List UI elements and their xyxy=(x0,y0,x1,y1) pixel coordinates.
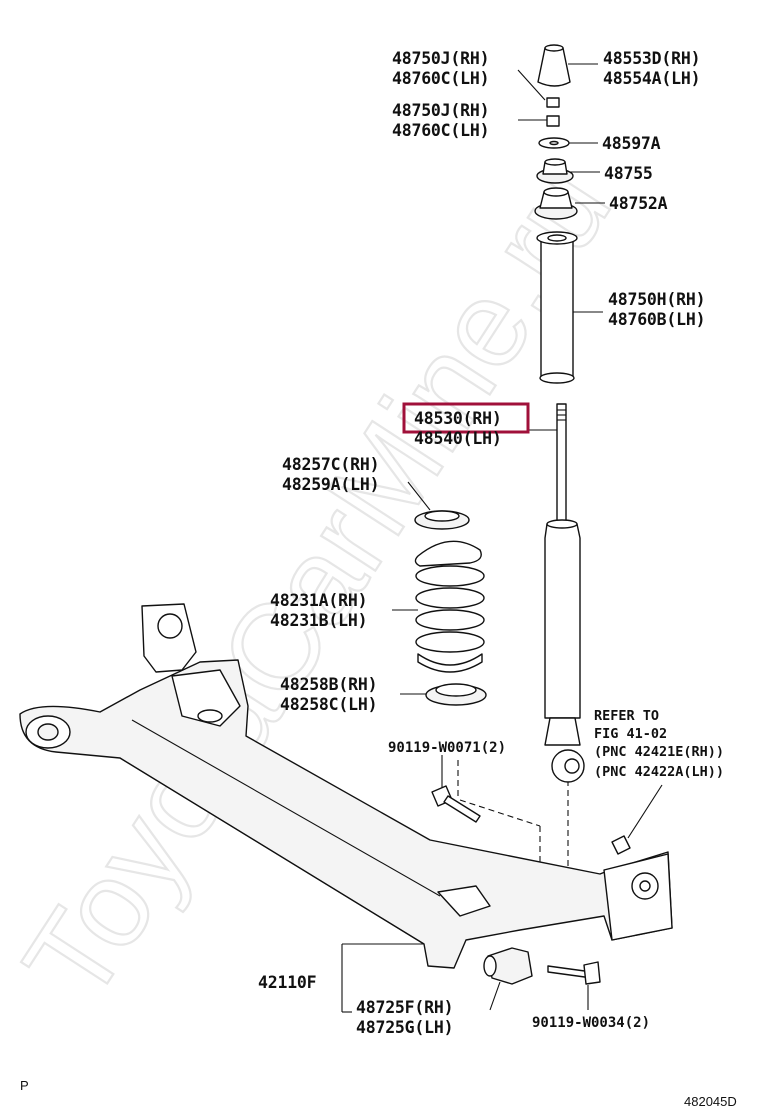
label-cushion-upper[interactable]: 48755 xyxy=(604,164,653,183)
nut-second-icon xyxy=(546,115,560,127)
label-nut-top-rh[interactable]: 48750J(RH) xyxy=(392,49,490,68)
bolt-refer-icon xyxy=(611,835,631,855)
bolt-absorber-icon xyxy=(431,785,481,823)
label-bump-stopper-lh[interactable]: 48554A(LH) xyxy=(603,69,701,88)
nut-top-icon xyxy=(546,97,560,108)
refer-line-4[interactable]: (PNC 42422A(LH)) xyxy=(594,764,724,780)
cushion-upper-icon xyxy=(536,158,574,184)
spring-insulator-upper-icon xyxy=(414,510,470,530)
label-spring-insulator-upper-lh[interactable]: 48259A(LH) xyxy=(282,475,380,494)
label-bushing-lh[interactable]: 48725G(LH) xyxy=(356,1018,454,1037)
label-nut-second-lh[interactable]: 48760C(LH) xyxy=(392,121,490,140)
label-nut-top-lh[interactable]: 48760C(LH) xyxy=(392,69,490,88)
bushing-icon xyxy=(483,947,533,985)
cushion-lower-icon xyxy=(534,187,578,220)
dust-boot-icon xyxy=(536,231,578,384)
refer-line-3[interactable]: (PNC 42421E(RH)) xyxy=(594,744,724,760)
label-coil-spring-lh[interactable]: 48231B(LH) xyxy=(270,611,368,630)
label-bolt-absorber[interactable]: 90119-W0071(2) xyxy=(388,740,506,756)
refer-line-2: FIG 41-02 xyxy=(594,726,667,742)
label-spring-insulator-upper-rh[interactable]: 48257C(RH) xyxy=(282,455,380,474)
bolt-beam-icon xyxy=(547,961,601,985)
diagram-id: 482045D xyxy=(684,1094,737,1109)
label-nut-second-rh[interactable]: 48750J(RH) xyxy=(392,101,490,120)
bump-stopper-icon xyxy=(537,44,571,87)
label-bump-stopper-rh[interactable]: 48553D(RH) xyxy=(603,49,701,68)
label-spring-insulator-lower-lh[interactable]: 48258C(LH) xyxy=(280,695,378,714)
label-bolt-beam[interactable]: 90119-W0034(2) xyxy=(532,1015,650,1031)
label-boot-rh[interactable]: 48750H(RH) xyxy=(608,290,706,309)
label-washer[interactable]: 48597A xyxy=(602,134,661,153)
highlight-frame xyxy=(402,402,530,434)
axle-beam-icon xyxy=(19,603,673,969)
label-bushing-rh[interactable]: 48725F(RH) xyxy=(356,998,454,1017)
label-spring-insulator-lower-rh[interactable]: 48258B(RH) xyxy=(280,675,378,694)
coil-spring-icon xyxy=(414,540,485,673)
label-axle-beam[interactable]: 42110F xyxy=(258,973,317,992)
label-absorber-rh[interactable]: 48530(RH) xyxy=(414,409,502,428)
label-absorber-lh[interactable]: 48540(LH) xyxy=(414,429,502,448)
label-boot-lh[interactable]: 48760B(LH) xyxy=(608,310,706,329)
spring-insulator-lower-icon xyxy=(425,683,487,706)
part-labels: 48750J(RH) 48760C(LH) 48553D(RH) 48554A(… xyxy=(258,49,724,1037)
corner-mark: P xyxy=(20,1078,29,1093)
label-cushion-lower[interactable]: 48752A xyxy=(609,194,668,213)
label-coil-spring-rh[interactable]: 48231A(RH) xyxy=(270,591,368,610)
shock-absorber-icon xyxy=(544,403,585,783)
washer-icon xyxy=(538,137,570,149)
refer-line-1: REFER TO xyxy=(594,708,659,724)
